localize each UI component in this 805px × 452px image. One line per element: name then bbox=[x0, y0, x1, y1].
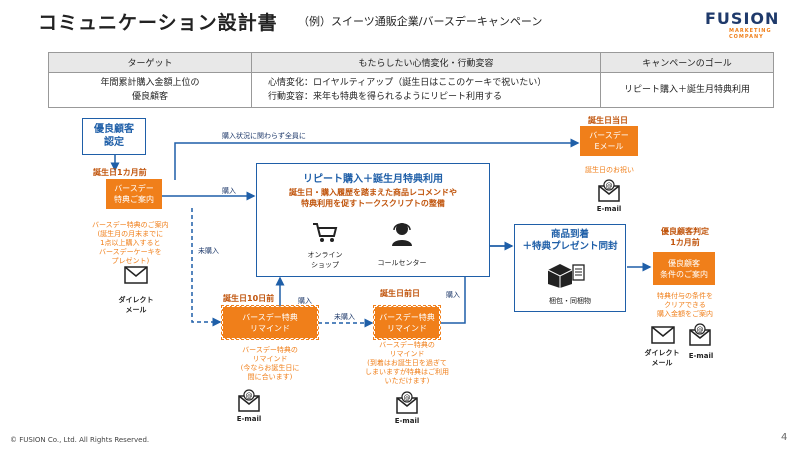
purchase-label-2: 購入 bbox=[298, 297, 312, 305]
loyal-customer-certified-box: 優良顧客 認定 bbox=[82, 118, 146, 155]
repeat-purchase-box bbox=[256, 163, 490, 277]
email-label-judge: E-mail bbox=[688, 352, 714, 360]
not-purchased-label-1: 未購入 bbox=[198, 247, 219, 255]
judge-condition-note: 特典付与の条件を クリアできる 購入金額をご案内 bbox=[657, 292, 713, 318]
direct-mail-label-judge: ダイレクト メール bbox=[644, 349, 680, 367]
goal-table: ターゲット もたらしたい心情変化・行動変容 キャンペーンのゴール 年間累計購入金… bbox=[48, 52, 774, 108]
brand-logo: FUSION bbox=[705, 9, 780, 28]
direct-mail-label: ダイレクト メール bbox=[118, 296, 154, 314]
change-line-2: 行動変容：来年も特典を得られるようにリピート利用する bbox=[268, 92, 503, 102]
copyright: © FUSION Co., Ltd. All Rights Reserved. bbox=[10, 436, 150, 444]
one-month-before-label: 誕生日1カ月前 bbox=[93, 168, 147, 177]
svg-text:@: @ bbox=[246, 392, 253, 400]
birthday-eve-label: 誕生日前日 bbox=[380, 289, 420, 298]
ten-days-remind-text: バースデー特典 リマインド bbox=[242, 312, 298, 333]
svg-text:@: @ bbox=[606, 182, 613, 190]
email-label-eve: E-mail bbox=[394, 417, 420, 425]
email-at-icon-judge: @ bbox=[689, 322, 711, 350]
online-shop-label: オンライン ショップ bbox=[307, 251, 343, 269]
repeat-purchase-desc: 誕生日・購入履歴を踏まえた商品レコメンドや 特典利用を促すトークスクリプトの整備 bbox=[289, 188, 457, 208]
judge-label: 優良顧客判定 1カ月前 bbox=[661, 227, 709, 247]
label-all-recipients: 購入状況に関わらず全員に bbox=[222, 132, 306, 140]
page-number: 4 bbox=[781, 432, 788, 443]
birthday-benefit-notice-text: バースデー 特典ご案内 bbox=[114, 184, 154, 204]
eve-remind-text: バースデー特典 リマインド bbox=[379, 312, 435, 333]
email-at-icon: @ bbox=[598, 178, 620, 206]
birthday-benefit-note: バースデー特典のご案内 (誕生月の月末までに 1点以上購入すると バースデーケー… bbox=[92, 221, 169, 265]
purchase-label-1: 購入 bbox=[222, 187, 236, 195]
birthday-benefit-notice-box: バースデー 特典ご案内 bbox=[106, 179, 162, 209]
email-label-birthday: E-mail bbox=[596, 205, 622, 213]
package-box-icon bbox=[546, 262, 586, 292]
mail-envelope-icon-judge bbox=[651, 326, 675, 348]
mail-envelope-icon bbox=[124, 266, 148, 288]
page-subtitle: （例）スイーツ通販企業/バースデーキャンペーン bbox=[298, 15, 543, 28]
packing-label: 梱包・同梱物 bbox=[549, 297, 591, 305]
ten-days-before-label: 誕生日10日前 bbox=[223, 294, 275, 303]
email-label-ten-days: E-mail bbox=[236, 415, 262, 423]
eve-remind-box: バースデー特典 リマインド bbox=[373, 305, 441, 340]
birthday-day-label: 誕生日当日 bbox=[588, 116, 628, 125]
table-header-target: ターゲット bbox=[48, 52, 252, 73]
birthday-email-box: バースデー Eメール bbox=[580, 126, 638, 156]
ten-days-remind-note: バースデー特典の リマインド (今ならお誕生日に 間に合います) bbox=[240, 346, 300, 381]
table-cell-change: 心情変化：ロイヤルティアップ（誕生日はここのケーキで祝いたい） 行動変容：来年も… bbox=[251, 72, 601, 108]
birthday-email-text: バースデー Eメール bbox=[589, 131, 629, 151]
ten-days-remind-box: バースデー特典 リマインド bbox=[221, 305, 319, 340]
repeat-purchase-title: リピート購入＋誕生月特典利用 bbox=[303, 174, 443, 185]
table-header-change: もたらしたい心情変化・行動変容 bbox=[251, 52, 601, 73]
arrival-title: 商品到着 ＋特典プレゼント同封 bbox=[522, 229, 618, 252]
not-purchased-label-2: 未購入 bbox=[334, 313, 355, 321]
arrival-box bbox=[514, 224, 626, 312]
purchase-label-3: 購入 bbox=[446, 291, 460, 299]
target-line-1: 年間累計購入金額上位の bbox=[100, 78, 200, 88]
page-title: コミュニケーション設計書 bbox=[38, 12, 278, 34]
shopping-cart-icon bbox=[312, 222, 338, 248]
call-center-label: コールセンター bbox=[377, 259, 427, 267]
table-cell-goal: リピート購入＋誕生月特典利用 bbox=[600, 72, 774, 108]
email-at-icon-ten-days: @ bbox=[238, 388, 260, 416]
eve-remind-note: バースデー特典の リマインド (到着はお誕生日を過ぎて しまいますが特典はご利用… bbox=[365, 341, 449, 385]
judge-condition-text: 優良顧客 条件のご案内 bbox=[660, 258, 708, 279]
headset-operator-icon bbox=[390, 220, 414, 250]
birthday-greeting-note: 誕生日のお祝い bbox=[585, 166, 634, 174]
brand-logo-sub: MARKETING COMPANY bbox=[729, 28, 772, 40]
email-at-icon-eve: @ bbox=[396, 390, 418, 418]
svg-text:@: @ bbox=[697, 326, 704, 334]
target-line-2: 優良顧客 bbox=[131, 92, 168, 102]
table-cell-target: 年間累計購入金額上位の 優良顧客 bbox=[48, 72, 252, 108]
change-line-1: 心情変化：ロイヤルティアップ（誕生日はここのケーキで祝いたい） bbox=[268, 78, 547, 88]
judge-condition-box: 優良顧客 条件のご案内 bbox=[653, 252, 715, 285]
svg-text:@: @ bbox=[404, 394, 411, 402]
